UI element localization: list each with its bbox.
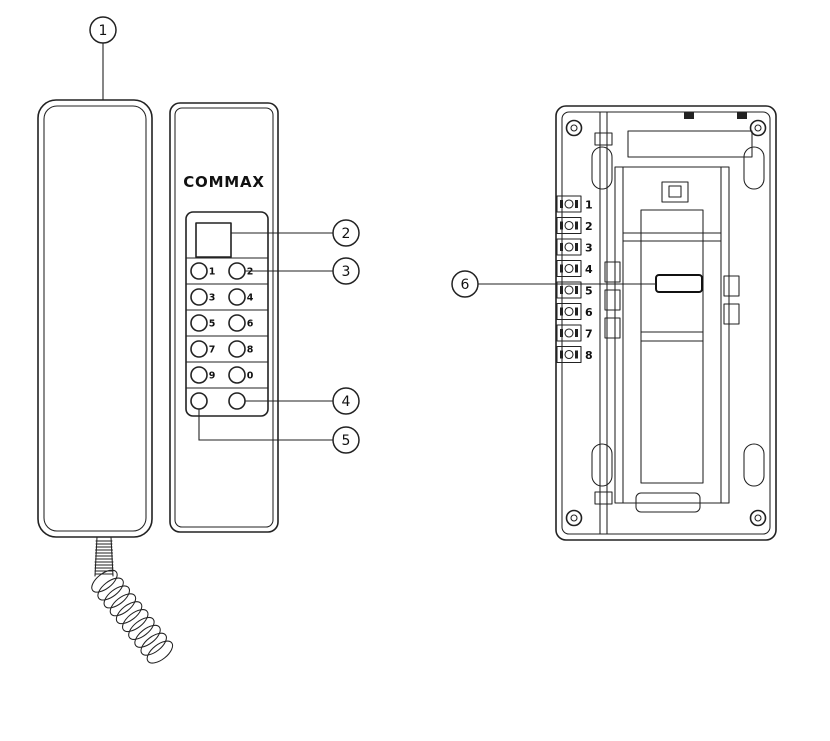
keypad-panel: 1 2 3 4 5 6 xyxy=(185,211,269,417)
main-body-front xyxy=(169,102,279,533)
screw-bottom-right xyxy=(749,509,767,527)
callout-1-handset: 1 xyxy=(89,16,117,100)
terminal-number: 7 xyxy=(585,328,593,341)
terminal-number: 2 xyxy=(585,220,593,233)
keypad-button-4: 4 xyxy=(228,288,254,306)
keypad-button-1: 1 xyxy=(190,262,216,280)
handset xyxy=(37,99,153,538)
keypad-button-label: 4 xyxy=(247,293,254,304)
terminal-number: 5 xyxy=(585,285,593,298)
callout-number: 2 xyxy=(342,226,351,242)
terminal-4: 4 xyxy=(556,259,593,278)
terminal-5: 5 xyxy=(556,281,593,299)
keypad-button-label: 0 xyxy=(247,371,254,382)
terminal-8: 8 xyxy=(556,345,593,364)
terminal-1: 1 xyxy=(556,195,593,213)
callout-number: 6 xyxy=(461,277,470,293)
keypad-button-8: 8 xyxy=(228,340,254,358)
function-button-right xyxy=(228,392,246,410)
mounting-slots xyxy=(591,146,765,487)
rear-view: 1 2 3 4 xyxy=(555,105,777,541)
keypad-button-label: 2 xyxy=(247,267,254,278)
top-slot xyxy=(627,130,753,158)
bracket-outline xyxy=(555,105,777,541)
callout-2-speaker: 2 xyxy=(231,219,360,247)
keypad-button-label: 1 xyxy=(209,267,216,278)
callouts: 1 2 3 4 5 6 xyxy=(89,16,656,454)
mounting-plate xyxy=(614,166,730,513)
corner-screws xyxy=(565,119,767,527)
handset-hook-latch xyxy=(655,274,703,293)
speaker-window xyxy=(195,222,232,258)
top-clip-left xyxy=(684,112,694,119)
callout-6-latch: 6 xyxy=(451,270,656,298)
top-clip-right xyxy=(737,112,747,119)
coiled-cord xyxy=(91,569,174,664)
keypad-button-label: 6 xyxy=(247,319,254,330)
side-tabs xyxy=(604,261,740,339)
center-channel xyxy=(640,209,704,484)
terminal-7: 7 xyxy=(556,324,593,342)
callout-number: 1 xyxy=(99,23,108,39)
keypad-button-label: 8 xyxy=(247,345,254,356)
keypad-button-5: 5 xyxy=(190,314,216,332)
keypad-button-label: 7 xyxy=(209,345,216,356)
bottom-slot xyxy=(635,492,701,513)
front-view: COMMAX 1 2 3 xyxy=(37,99,279,664)
terminal-3: 3 xyxy=(556,238,593,256)
keypad-button-label: 3 xyxy=(209,293,216,304)
terminal-6: 6 xyxy=(556,302,593,321)
screw-top-right xyxy=(749,119,767,137)
screw-top-left xyxy=(565,119,583,137)
cord-strain-relief xyxy=(94,536,114,577)
hinge-strip xyxy=(594,111,613,535)
keypad-button-label: 5 xyxy=(209,319,216,330)
terminal-2: 2 xyxy=(556,216,593,235)
callout-3-keypad: 3 xyxy=(245,257,360,285)
keypad-button-7: 7 xyxy=(190,340,216,358)
keypad-button-9: 9 xyxy=(190,366,216,384)
terminal-number: 4 xyxy=(585,263,593,276)
terminal-number: 8 xyxy=(585,349,593,362)
keypad-button-3: 3 xyxy=(190,288,216,306)
terminal-number: 6 xyxy=(585,306,593,319)
top-latch xyxy=(661,181,689,203)
keypad-button-label: 9 xyxy=(209,371,216,382)
callout-number: 5 xyxy=(342,433,351,449)
callout-5-function-left: 5 xyxy=(198,409,360,454)
terminal-block: 1 2 3 4 xyxy=(556,195,593,364)
brand-logo: COMMAX xyxy=(183,173,265,191)
function-button-left xyxy=(190,392,208,410)
callout-number: 4 xyxy=(342,394,351,410)
screw-bottom-left xyxy=(565,509,583,527)
keypad-button-6: 6 xyxy=(228,314,254,332)
terminal-number: 3 xyxy=(585,242,593,255)
terminal-number: 1 xyxy=(585,199,593,212)
callout-number: 3 xyxy=(342,264,351,280)
callout-4-function-right: 4 xyxy=(245,387,360,415)
keypad-button-0: 0 xyxy=(228,366,254,384)
